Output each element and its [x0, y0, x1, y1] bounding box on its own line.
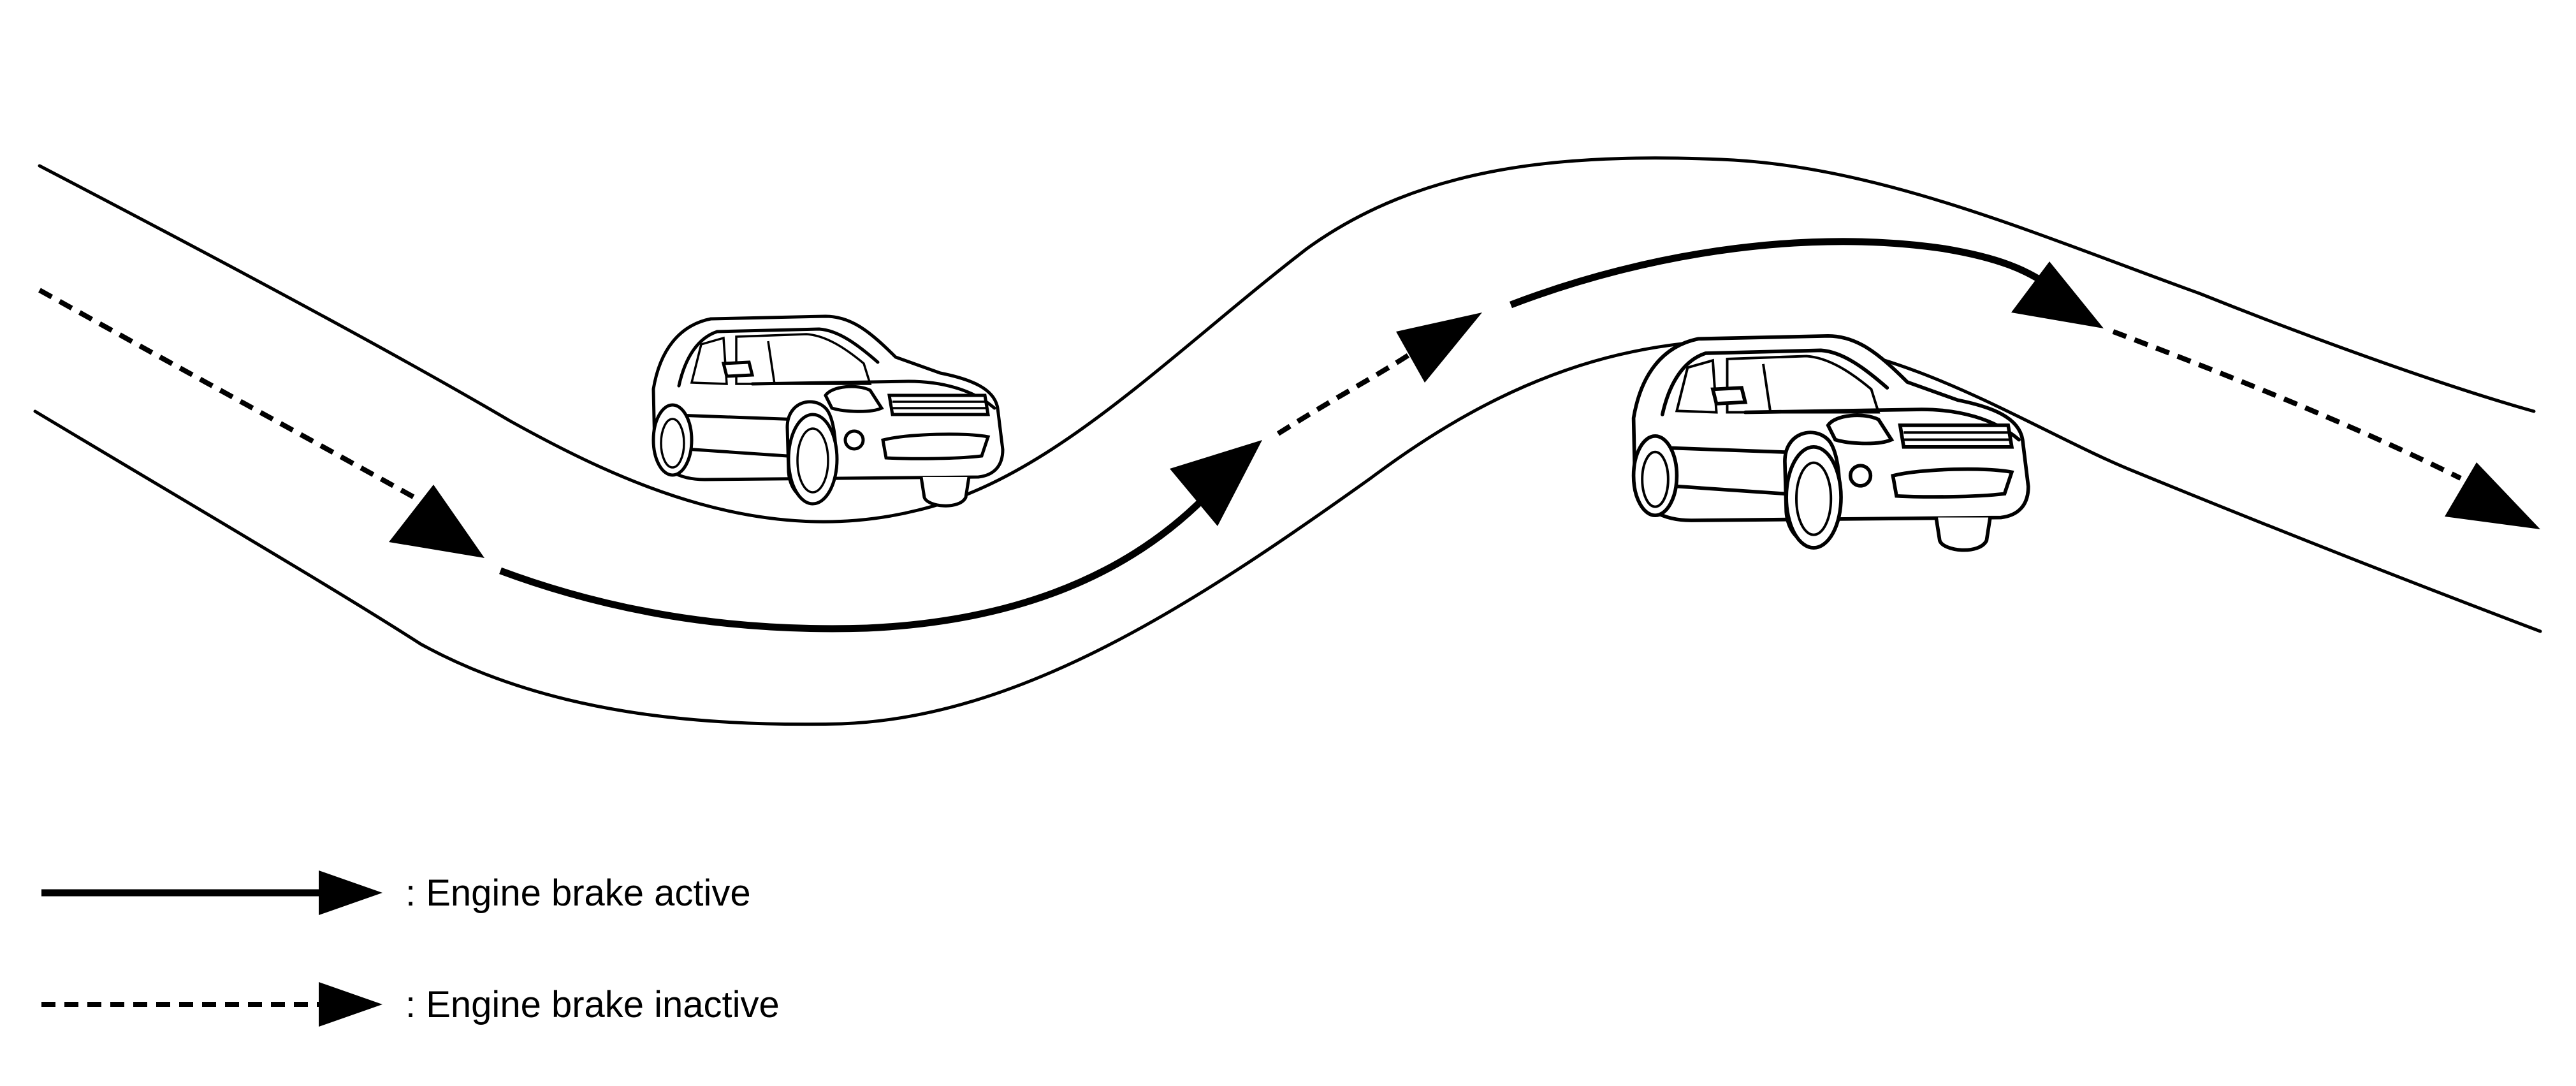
path-segment-active-2	[1510, 238, 2049, 309]
legend-label-active: : Engine brake active	[405, 872, 751, 914]
arrowhead-inactive-1	[389, 485, 484, 558]
arrowhead-active-1	[1170, 440, 1262, 526]
legend-symbol-inactive	[41, 982, 382, 1027]
arrowhead-active-2	[2011, 261, 2104, 328]
arrowhead-inactive-3	[2445, 462, 2540, 529]
path-segment-active-1	[499, 495, 1207, 633]
legend-symbol-active	[41, 870, 382, 915]
road-edge-upper	[38, 156, 2536, 524]
car-illustration-right	[1634, 336, 2028, 550]
path-segment-inactive-2	[1276, 348, 1417, 436]
path-segment-inactive-1	[38, 288, 416, 500]
arrowhead-inactive-2	[1396, 312, 1482, 383]
path-segment-inactive-3	[2112, 329, 2462, 481]
road-edge-lower	[33, 338, 2542, 726]
legend-label-inactive: : Engine brake inactive	[405, 984, 780, 1025]
car-illustration-left	[653, 316, 1003, 506]
